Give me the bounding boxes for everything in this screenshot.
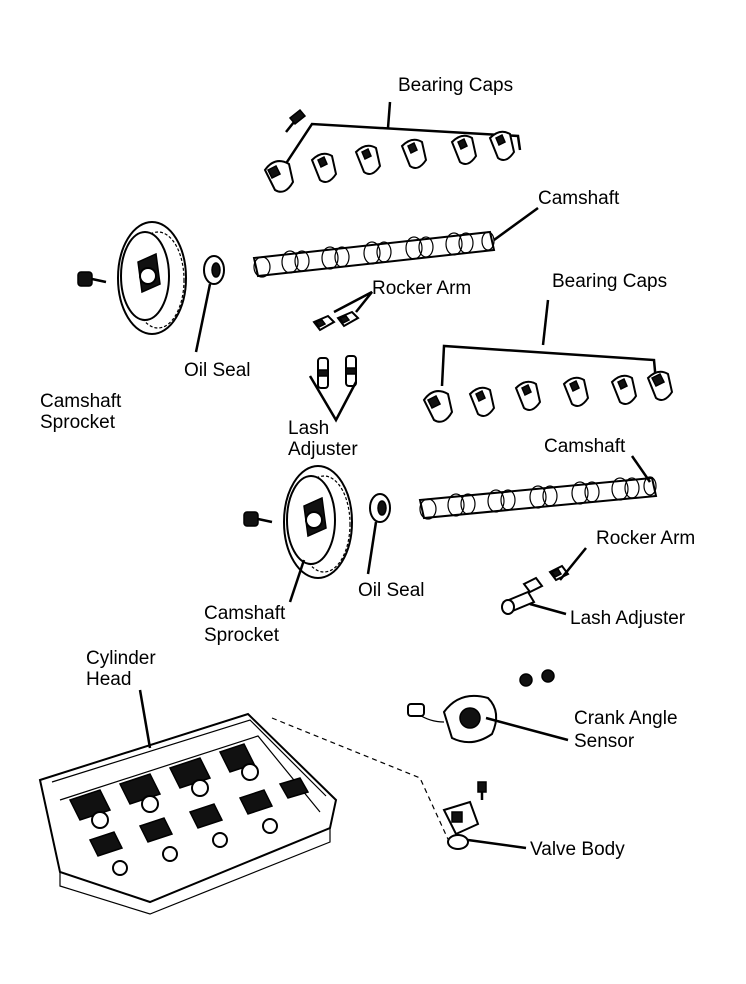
label-crank-angle-sensor-2: Sensor [574, 731, 635, 752]
lash-adjuster-top [308, 355, 358, 423]
camshaft-sprocket-top [117, 221, 187, 335]
label-camshaft-sprocket-top-1: Camshaft [40, 391, 122, 412]
valve-body [442, 781, 527, 850]
bearing-cap-bolt-top [285, 108, 307, 133]
bearing-caps-mid-leader [440, 299, 658, 387]
label-rocker-arm-top: Rocker Arm [372, 278, 471, 299]
cylinder-head [38, 689, 338, 915]
lash-adjuster-mid [501, 590, 567, 616]
label-lash-adjuster-top-2: Adjuster [288, 439, 358, 460]
camshaft-sprocket-mid [283, 465, 353, 603]
label-crank-angle-sensor-1: Crank Angle [574, 708, 678, 729]
oil-seal-mid [366, 493, 391, 575]
label-camshaft-sprocket-top-2: Sprocket [40, 412, 116, 433]
label-camshaft-sprocket-mid-2: Sprocket [204, 625, 280, 646]
label-cylinder-head-1: Cylinder [86, 648, 156, 669]
rocker-arm-mid [522, 547, 587, 594]
label-oil-seal-top: Oil Seal [184, 360, 251, 381]
label-lash-adjuster-top-1: Lash [288, 418, 329, 439]
label-oil-seal-mid: Oil Seal [358, 580, 425, 601]
sprocket-bolt-top [77, 271, 107, 287]
oil-seal-top [194, 255, 225, 353]
rocker-arm-top [312, 290, 373, 332]
label-camshaft-sprocket-mid-1: Camshaft [204, 603, 286, 624]
label-rocker-arm-mid: Rocker Arm [596, 528, 695, 549]
label-cylinder-head-2: Head [86, 669, 131, 690]
bearing-caps-top-leader [283, 101, 522, 166]
guide-line [271, 717, 453, 849]
camshaft-mid [418, 455, 658, 520]
label-camshaft-top: Camshaft [538, 188, 620, 209]
camshaft-top [252, 206, 539, 278]
sprocket-bolt-mid [243, 511, 273, 527]
label-valve-body: Valve Body [530, 839, 625, 860]
bearing-caps-top [263, 130, 516, 193]
label-camshaft-mid: Camshaft [544, 436, 626, 457]
crank-angle-sensor [407, 669, 569, 744]
label-lash-adjuster-mid: Lash Adjuster [570, 608, 686, 629]
label-bearing-caps-mid: Bearing Caps [552, 271, 667, 292]
label-bearing-caps-top: Bearing Caps [398, 75, 513, 96]
bearing-caps-mid [422, 370, 674, 423]
